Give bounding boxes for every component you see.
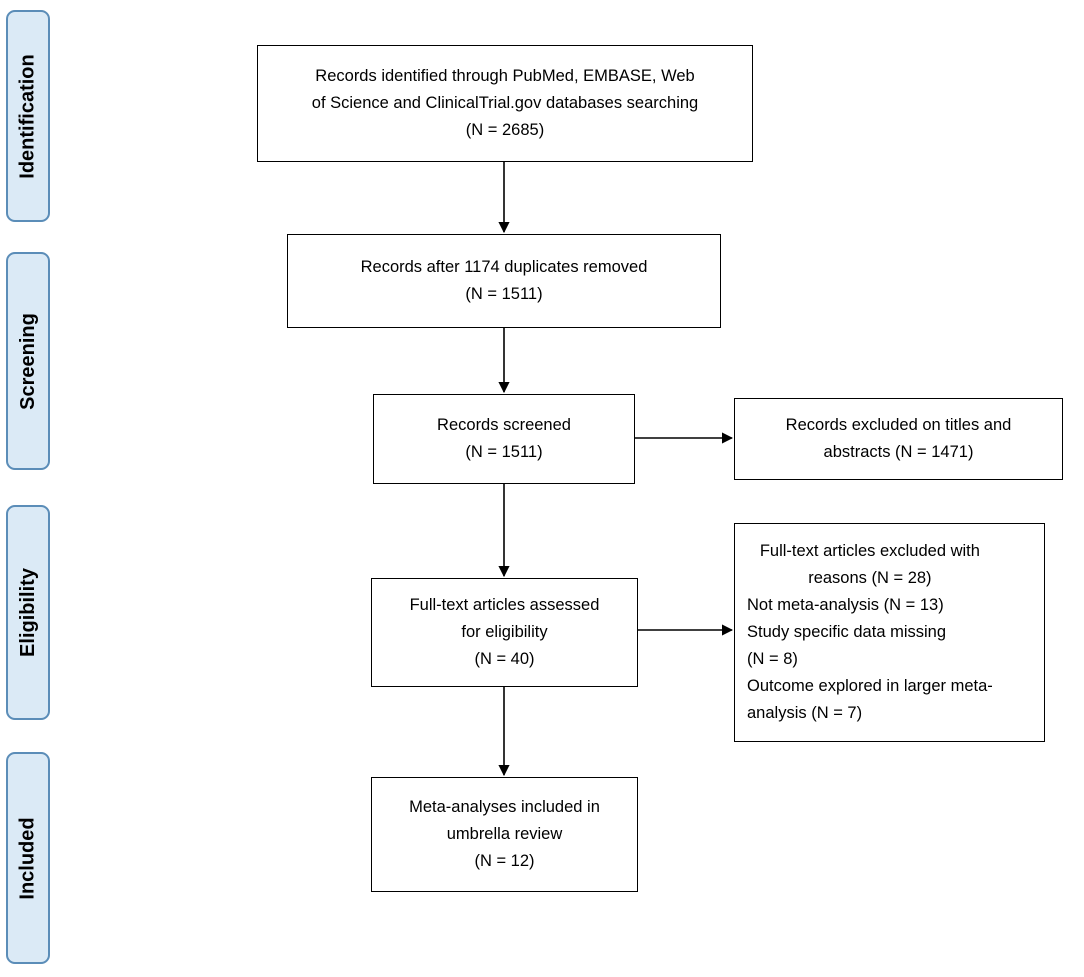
box-after-duplicates-line-1: Records after 1174 duplicates removed <box>360 258 648 276</box>
phase-included: Included <box>6 752 50 964</box>
box-after-duplicates-line-2: (N = 1511) <box>465 285 543 303</box>
box-fulltext-assessed-line-1: Full-text articles assessed <box>409 596 600 614</box>
phase-screening-label: Screening <box>16 312 39 410</box>
box-meta-analyses-included-line-2: umbrella review <box>446 825 563 843</box>
phase-identification: Identification <box>6 10 50 222</box>
phase-identification-label: Identification <box>16 53 39 179</box>
box-records-excluded-titles: Records excluded on titles and abstracts… <box>734 398 1063 480</box>
box-fulltext-excluded-line-6: Outcome explored in larger meta- <box>747 677 993 695</box>
box-fulltext-excluded-line-4: Study specific data missing <box>747 623 947 641</box>
box-fulltext-excluded-line-3: Not meta-analysis (N = 13) <box>747 596 944 614</box>
box-records-identified-line-1: Records identified through PubMed, EMBAS… <box>315 67 695 85</box>
phase-eligibility: Eligibility <box>6 505 50 720</box>
box-fulltext-excluded-line-1: Full-text articles excluded with <box>759 542 980 560</box>
box-fulltext-excluded-line-5: (N = 8) <box>747 650 798 668</box>
phase-screening: Screening <box>6 252 50 470</box>
phase-included-label: Included <box>16 816 39 900</box>
box-records-identified-line-3: (N = 2685) <box>465 121 545 139</box>
box-fulltext-assessed-line-2: for eligibility <box>461 623 548 641</box>
box-records-screened: Records screened (N = 1511) <box>373 394 635 484</box>
box-meta-analyses-included-line-3: (N = 12) <box>474 852 535 870</box>
box-fulltext-assessed: Full-text articles assessed for eligibil… <box>371 578 638 687</box>
phase-eligibility-label: Eligibility <box>16 568 39 657</box>
box-records-identified: Records identified through PubMed, EMBAS… <box>257 45 753 162</box>
box-meta-analyses-included: Meta-analyses included in umbrella revie… <box>371 777 638 892</box>
box-fulltext-excluded-line-2: reasons (N = 28) <box>808 569 932 587</box>
box-meta-analyses-included-line-1: Meta-analyses included in <box>409 798 600 816</box>
box-fulltext-excluded-line-7: analysis (N = 7) <box>747 704 863 722</box>
box-records-screened-line-1: Records screened <box>437 416 571 434</box>
box-fulltext-assessed-line-3: (N = 40) <box>474 650 535 668</box>
box-records-identified-line-2: of Science and ClinicalTrial.gov databas… <box>311 94 699 112</box>
box-records-excluded-titles-line-2: abstracts (N = 1471) <box>823 443 974 461</box>
box-records-screened-line-2: (N = 1511) <box>465 443 543 461</box>
box-after-duplicates: Records after 1174 duplicates removed (N… <box>287 234 721 328</box>
box-fulltext-excluded: Full-text articles excluded with reasons… <box>734 523 1045 742</box>
box-records-excluded-titles-line-1: Records excluded on titles and <box>785 416 1012 434</box>
